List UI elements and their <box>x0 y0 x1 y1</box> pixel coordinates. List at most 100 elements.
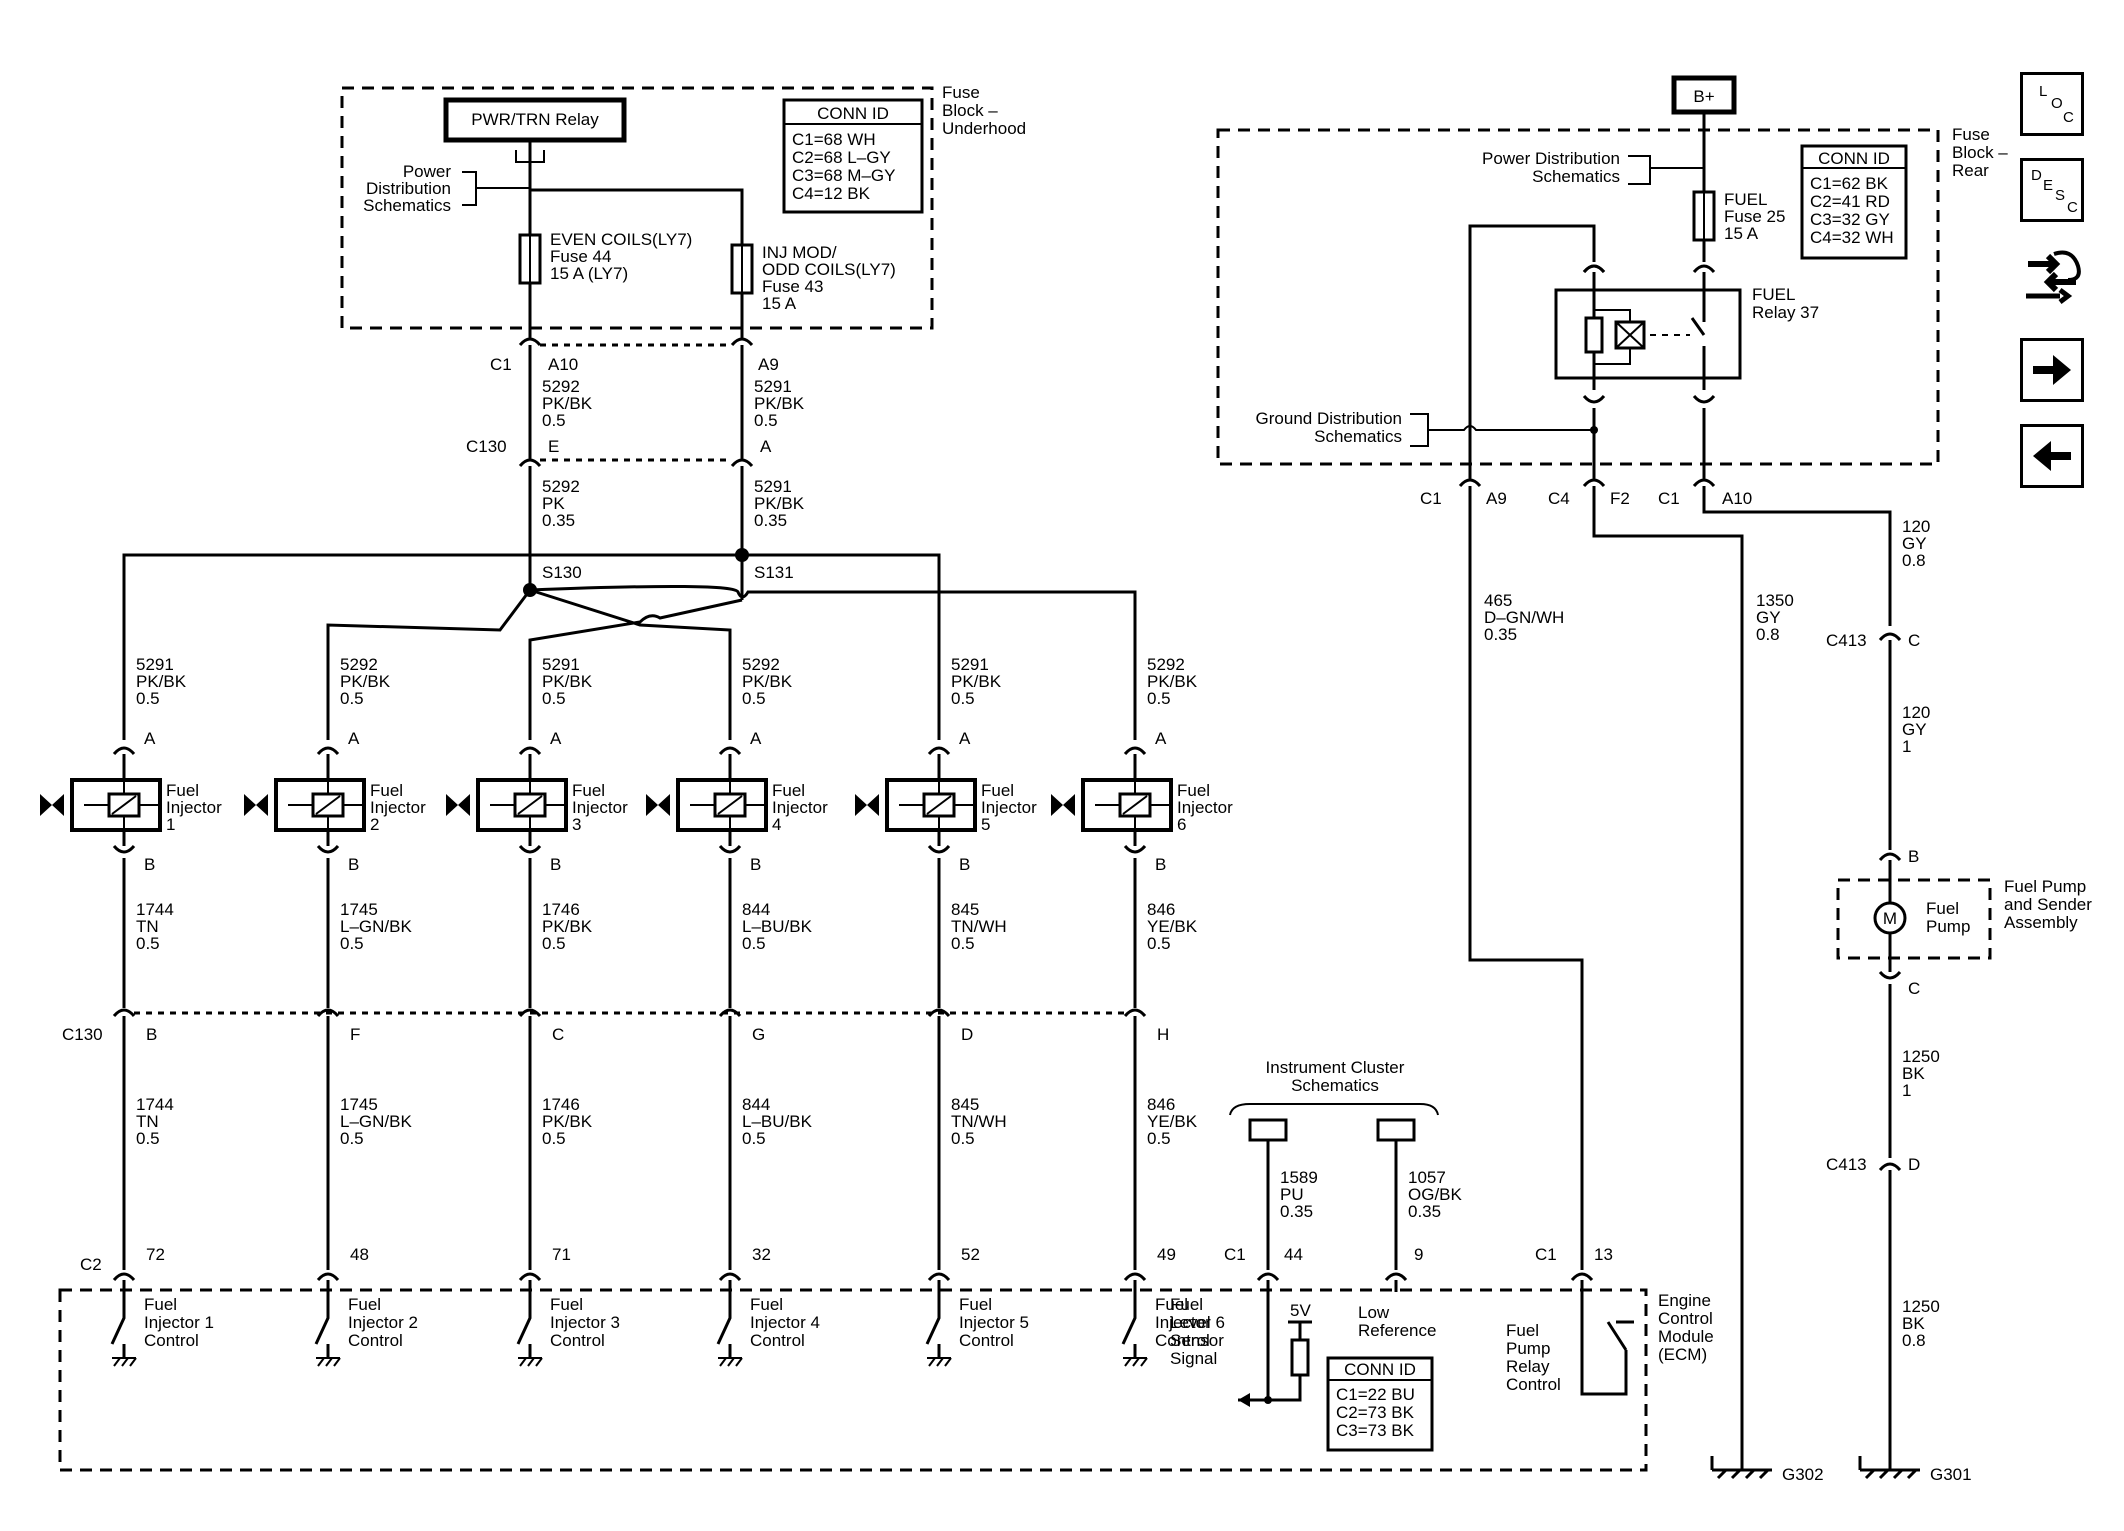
injector-lower-wire-label: 0.5 <box>951 1129 975 1148</box>
battery-positive-label: B+ <box>1693 87 1714 106</box>
injector-pin-a-label: A <box>144 729 156 748</box>
pwr-trn-relay-box <box>443 97 627 143</box>
injector-name-label: Fuel <box>981 781 1014 800</box>
injector-lower-wire-label: 844 <box>742 1095 770 1114</box>
injector-number-label: 3 <box>572 815 581 834</box>
injector-name-label: Injector <box>572 798 628 817</box>
injector-lower-wire-label: TN/WH <box>951 1112 1007 1131</box>
ecm-conn-id-title: CONN ID <box>1344 1360 1416 1379</box>
ground-distribution-label-2: Schematics <box>1314 427 1402 446</box>
ecm-injector-control-label: Control <box>144 1331 199 1350</box>
ecm-injector-control-label: Injector 5 <box>959 1313 1029 1332</box>
ecm-injector-control-label: Injector 1 <box>144 1313 214 1332</box>
injector-control-wire-label: L–GN/BK <box>340 917 412 936</box>
location-button[interactable]: L O C <box>2020 72 2084 136</box>
ecm-pin-label: 52 <box>961 1245 980 1264</box>
injector-name-label: Injector <box>370 798 426 817</box>
pin-a9-label: A9 <box>758 355 779 374</box>
ecm-injector-control-label: Control <box>1155 1331 1210 1350</box>
injector-control-wire-label: 0.5 <box>1147 934 1171 953</box>
c413-connector-c <box>1878 632 1902 642</box>
ecm-injector-pin <box>112 1272 136 1282</box>
next-page-button[interactable] <box>2020 338 2084 402</box>
fuel-pump-circuit: 465 D–GN/WH 0.35 1350 GY 0.8 G302 120 GY… <box>1468 486 2092 1484</box>
c1-connector-a9 <box>730 337 754 347</box>
c130-pin-label: B <box>146 1025 157 1044</box>
injector-name-label: Fuel <box>370 781 403 800</box>
fuel-level-signal-label-4: Signal <box>1170 1349 1217 1368</box>
5v-label: 5V <box>1290 1301 1311 1320</box>
injector-feed-circuit: C1 A10 A9 5292 PK/BK 0.5 5291 PK/BK 0.5 … <box>122 337 1137 740</box>
power-distribution-label-2: Distribution <box>366 179 451 198</box>
injector-name-label: Fuel <box>572 781 605 800</box>
injector-coil-slash <box>1122 795 1148 815</box>
pin-13-connector <box>1570 1272 1594 1282</box>
tools-icon <box>2026 250 2081 304</box>
injector-feed-wire-label: 0.5 <box>136 689 160 708</box>
s130-to-injector4 <box>529 588 732 740</box>
fuse-block-underhood: Fuse Block – Underhood PWR/TRN Relay Pow… <box>340 83 1026 338</box>
fuse-block-rear-boundary <box>1216 128 1940 466</box>
fuel-injector-3: 5291PK/BK0.5AFuelInjector3B1746PK/BK0.5C… <box>446 655 628 1367</box>
fuse-block-rear-title: Fuse <box>1952 125 1990 144</box>
s130-to-injector2 <box>326 589 532 740</box>
s130-label: S130 <box>542 563 582 582</box>
diagnostic-tools-button[interactable] <box>2020 246 2084 310</box>
ecm-ground-icon <box>112 1357 137 1367</box>
injector-lower-wire-label: L–GN/BK <box>340 1112 412 1131</box>
rear-c4-f2-connector <box>1582 478 1606 488</box>
injector-feed-wire-label: PK/BK <box>542 672 593 691</box>
injector-coil-slash <box>717 795 743 815</box>
injector-pin-b-label: B <box>348 855 359 874</box>
pin-9-connector <box>1384 1272 1408 1282</box>
ground-junction <box>1590 426 1598 434</box>
ecm-injector-control-label: Control <box>750 1331 805 1350</box>
underhood-conn-id-row: C2=68 L–GY <box>792 148 891 167</box>
relay-coil-leads <box>1594 309 1631 365</box>
wire-120-label: 120 <box>1902 517 1930 536</box>
wire-5291-label: 5291 <box>754 377 792 396</box>
fuse-25-label-3: 15 A <box>1724 224 1759 243</box>
ecm-injector-control-label: Fuel <box>144 1295 177 1314</box>
injector-nozzle-icon <box>244 794 268 816</box>
wire-120-lower-label: GY <box>1902 720 1927 739</box>
pin-a-label: A <box>760 437 772 456</box>
wire-1589-label: PU <box>1280 1185 1304 1204</box>
rear-conn-id-row: C3=32 GY <box>1810 210 1890 229</box>
previous-page-button[interactable] <box>2020 424 2084 488</box>
fuse-43-label-2: ODD COILS(LY7) <box>762 260 896 279</box>
injector-nozzle-icon <box>646 794 670 816</box>
rear-a10-label: A10 <box>1722 489 1752 508</box>
injector-lower-wire-label: 846 <box>1147 1095 1175 1114</box>
ecm-title-3: Module <box>1658 1327 1714 1346</box>
wire-465-internal <box>1468 224 1596 480</box>
fuel-pump-assembly-label: Fuel Pump <box>2004 877 2086 896</box>
description-button[interactable]: D E S C <box>2020 158 2084 222</box>
rear-c1-a10-connector <box>1692 478 1716 488</box>
injector-control-wire-label: 844 <box>742 900 770 919</box>
ecm-conn-id-row: C3=73 BK <box>1336 1421 1415 1440</box>
fuel-pump-assembly-label-2: and Sender <box>2004 895 2092 914</box>
fuse-block-underhood-boundary <box>340 86 934 330</box>
pin-44-label: 44 <box>1284 1245 1303 1264</box>
injector-name-label: Fuel <box>1177 781 1210 800</box>
splice-s130 <box>523 583 537 597</box>
fuel-injector-6: 5292PK/BK0.5AFuelInjector6B846YE/BK0.5H8… <box>1051 655 1233 1367</box>
rear-c4-label: C4 <box>1548 489 1570 508</box>
fuse-block-underhood-title: Fuse <box>942 83 980 102</box>
injector-feed-wire-label: PK/BK <box>742 672 793 691</box>
c413-pin-d-label: D <box>1908 1155 1920 1174</box>
injector-control-wire-label: YE/BK <box>1147 917 1198 936</box>
injector-pin-a <box>1123 746 1147 756</box>
ecm-injector-control-label: Control <box>348 1331 403 1350</box>
injector-pin-b-label: B <box>1155 855 1166 874</box>
fuel-pump-relay-control-label-3: Relay <box>1506 1357 1550 1376</box>
power-distribution-label-3: Schematics <box>363 196 451 215</box>
injector-lower-wire-label: TN <box>136 1112 159 1131</box>
ecm-injector-control-label: Control <box>550 1331 605 1350</box>
ground-g302-icon <box>1710 1456 1772 1480</box>
injector-lower-wire-label: 0.5 <box>340 1129 364 1148</box>
injector-feed-wire-label: 5291 <box>542 655 580 674</box>
injector-pin-a <box>718 746 742 756</box>
